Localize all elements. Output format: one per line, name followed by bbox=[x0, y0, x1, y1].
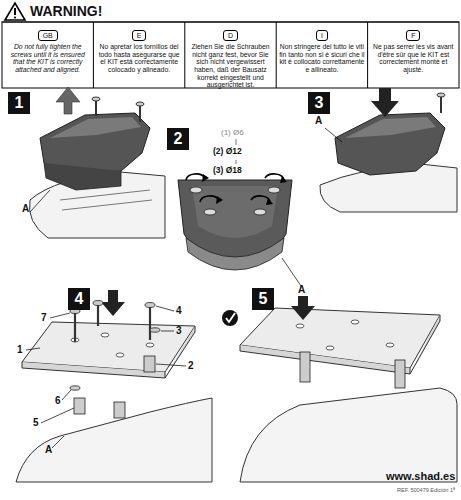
part-letter: A bbox=[22, 203, 29, 214]
step4-illustration bbox=[16, 290, 212, 482]
warning-text: Do not fully tighten the screws until it… bbox=[5, 43, 90, 74]
callout-number: 6 bbox=[55, 395, 61, 406]
step-number: 4 bbox=[68, 288, 90, 310]
diameter-step: (3) Ø18 bbox=[213, 165, 242, 175]
step-number: 1 bbox=[8, 92, 30, 114]
step-label: 3 bbox=[315, 94, 324, 112]
callout-number: 3 bbox=[176, 325, 182, 336]
step-number: 5 bbox=[252, 288, 274, 310]
callout-number: 4 bbox=[176, 305, 182, 316]
step-label: 1 bbox=[15, 94, 24, 112]
warning-text: Non stringere del tutto le viti fin tant… bbox=[279, 43, 364, 74]
step-number: 3 bbox=[308, 92, 330, 114]
step-label: 4 bbox=[75, 290, 84, 308]
callout-number: 5 bbox=[33, 417, 39, 428]
step-number: 2 bbox=[167, 128, 189, 150]
warning-heading: WARNING! bbox=[30, 3, 102, 19]
part-letter: A bbox=[298, 284, 305, 295]
callout-number: 2 bbox=[188, 360, 194, 371]
step-label: 2 bbox=[174, 130, 183, 148]
step1-illustration bbox=[29, 87, 165, 238]
step5-illustration bbox=[222, 296, 457, 482]
warning-icon bbox=[5, 3, 25, 20]
step3-illustration bbox=[320, 88, 457, 212]
warning-text: Ne pas serrer les vis avant d'être sûr q… bbox=[371, 43, 456, 74]
language-code: I bbox=[316, 30, 328, 41]
warning-text: No apretar los tornillos del todo hasta … bbox=[96, 43, 181, 74]
language-code: F bbox=[406, 30, 420, 41]
language-code: GB bbox=[38, 30, 58, 41]
warning-column: I Non stringere del tutto le viti fin tan… bbox=[276, 22, 367, 88]
part-letter: A bbox=[45, 444, 52, 455]
diameter-step: (2) Ø12 bbox=[213, 146, 242, 156]
diameter-step: (1) Ø6 bbox=[221, 128, 244, 137]
website: www.shad.es bbox=[386, 470, 455, 482]
step-label: 5 bbox=[259, 290, 268, 308]
warning-column: GB Do not fully tighten the screws until … bbox=[2, 22, 93, 88]
warning-column: D Ziehen Sie die Schrauben nicht ganz fes… bbox=[185, 22, 276, 88]
callout-number: 1 bbox=[17, 344, 23, 355]
part-letter: A bbox=[315, 115, 322, 126]
warning-column: F Ne pas serrer les vis avant d'être sûr … bbox=[368, 22, 459, 88]
language-code: E bbox=[132, 30, 147, 41]
warning-text: Ziehen Sie die Schrauben nicht ganz fest… bbox=[188, 43, 273, 89]
reference-code: REF. 500479 Edición 1ª bbox=[397, 487, 455, 493]
callout-number: 7 bbox=[41, 312, 47, 323]
language-code: D bbox=[223, 30, 238, 41]
step2-illustration bbox=[178, 139, 301, 286]
warning-column: E No apretar los tornillos del todo hasta… bbox=[93, 22, 184, 88]
